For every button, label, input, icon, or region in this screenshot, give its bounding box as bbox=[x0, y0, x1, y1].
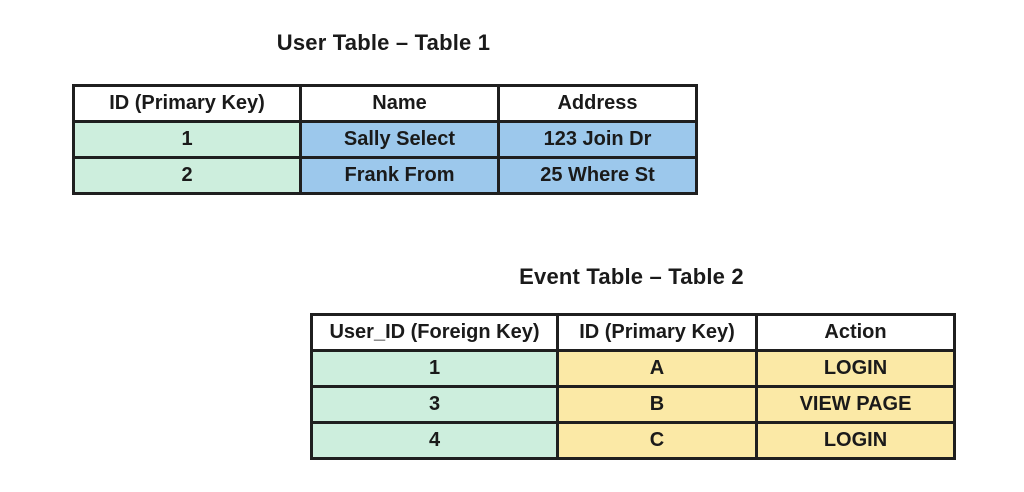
column-header-action: Action bbox=[755, 313, 956, 352]
table-row: 1 Sally Select 123 Join Dr bbox=[72, 120, 698, 159]
table-cell-action: LOGIN bbox=[755, 349, 956, 388]
table-cell-user-id: 4 bbox=[310, 421, 559, 460]
table-cell-action: LOGIN bbox=[755, 421, 956, 460]
table-row: 4 C LOGIN bbox=[310, 421, 956, 460]
column-header-id-primary-key: ID (Primary Key) bbox=[72, 84, 302, 123]
event-table: User_ID (Foreign Key) ID (Primary Key) A… bbox=[310, 313, 956, 460]
column-header-name: Name bbox=[299, 84, 500, 123]
table-cell-id: 1 bbox=[72, 120, 302, 159]
table-cell-user-id: 3 bbox=[310, 385, 559, 424]
table-cell-name: Sally Select bbox=[299, 120, 500, 159]
table-cell-action: VIEW PAGE bbox=[755, 385, 956, 424]
event-table-header-row: User_ID (Foreign Key) ID (Primary Key) A… bbox=[310, 313, 956, 352]
table-cell-name: Frank From bbox=[299, 156, 500, 195]
table-cell-address: 25 Where St bbox=[497, 156, 698, 195]
table-cell-id: 2 bbox=[72, 156, 302, 195]
column-header-address: Address bbox=[497, 84, 698, 123]
user-table-title: User Table – Table 1 bbox=[276, 30, 491, 55]
event-table-title: Event Table – Table 2 bbox=[519, 264, 744, 289]
table-row: 2 Frank From 25 Where St bbox=[72, 156, 698, 195]
user-table: ID (Primary Key) Name Address 1 Sally Se… bbox=[72, 84, 698, 195]
column-header-user-id-foreign-key: User_ID (Foreign Key) bbox=[310, 313, 559, 352]
table-row: 1 A LOGIN bbox=[310, 349, 956, 388]
table-cell-user-id: 1 bbox=[310, 349, 559, 388]
table-cell-id: B bbox=[556, 385, 758, 424]
table-row: 3 B VIEW PAGE bbox=[310, 385, 956, 424]
table-cell-id: A bbox=[556, 349, 758, 388]
table-cell-id: C bbox=[556, 421, 758, 460]
user-table-header-row: ID (Primary Key) Name Address bbox=[72, 84, 698, 123]
column-header-id-primary-key: ID (Primary Key) bbox=[556, 313, 758, 352]
table-cell-address: 123 Join Dr bbox=[497, 120, 698, 159]
